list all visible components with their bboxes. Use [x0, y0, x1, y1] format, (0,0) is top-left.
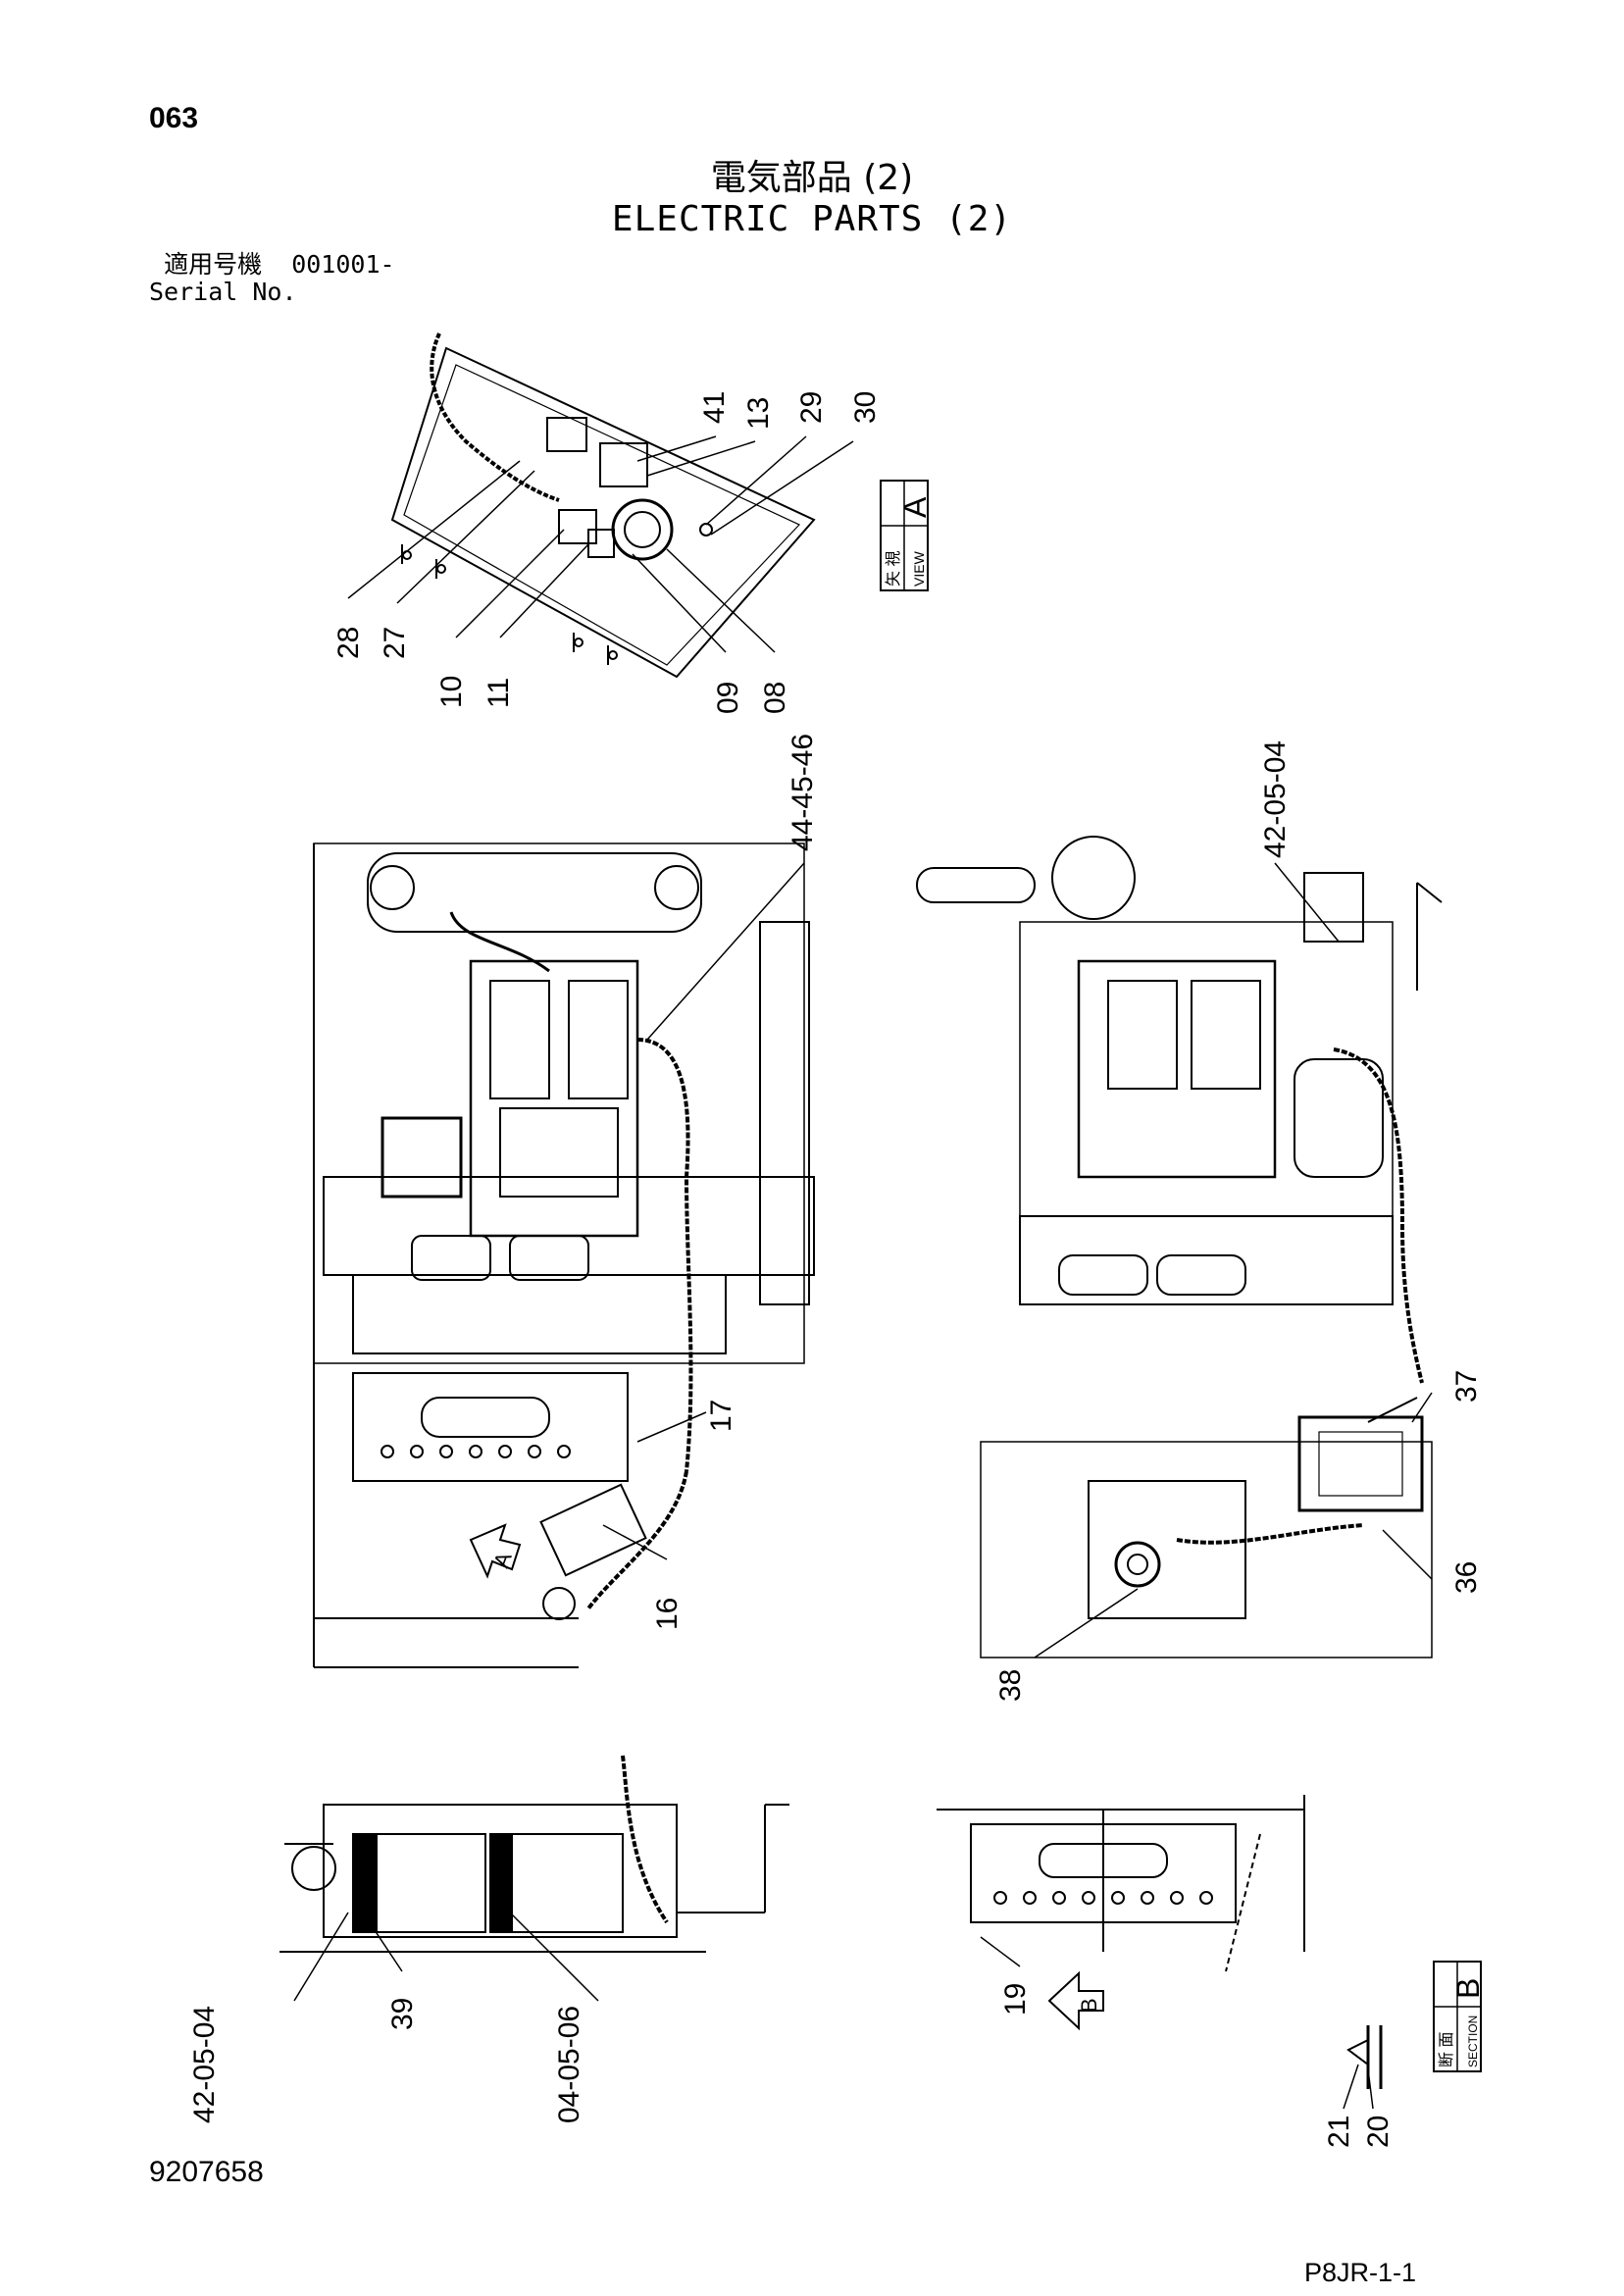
view-a-label-japanese: 矢 視 — [885, 551, 902, 587]
callout-27: 27 — [379, 627, 411, 659]
page-title-english: ELECTRIC PARTS (2) — [611, 199, 1013, 239]
callout-29: 29 — [795, 391, 828, 424]
callout-28: 28 — [332, 627, 365, 659]
callout-44-45-46: 44-45-46 — [787, 734, 819, 851]
callout-37: 37 — [1450, 1370, 1483, 1403]
section-b-label-japanese: 断 面 — [1438, 2032, 1455, 2067]
section-b-letter: B — [1450, 1978, 1486, 1999]
callout-36: 36 — [1450, 1561, 1483, 1594]
serial-label-english: Serial No. — [149, 278, 297, 306]
view-a-detail-drawing — [347, 332, 854, 679]
side-view-engine-drawing — [916, 836, 1443, 1658]
page-code: P8JR-1-1 — [1304, 2258, 1417, 2287]
callout-04-05-06: 04-05-06 — [553, 2006, 585, 2123]
section-b-label-english: SECTION — [1466, 2015, 1480, 2067]
page-title-japanese: 電気部品 (2) — [710, 158, 914, 198]
section-b-detail-drawing — [937, 1795, 1383, 2110]
view-a-label-english: VIEW — [911, 550, 927, 587]
callout-17: 17 — [705, 1400, 737, 1432]
callout-21: 21 — [1323, 2116, 1355, 2148]
callout-10: 10 — [435, 676, 468, 708]
document-code: 9207658 — [149, 2156, 264, 2188]
serial-number-block: 適用号機 001001- Serial No. — [149, 251, 395, 306]
callout-11: 11 — [482, 678, 515, 708]
callout-41: 41 — [698, 391, 731, 424]
view-a-letter: A — [897, 496, 933, 518]
arrow-a-letter: A — [488, 1549, 517, 1571]
callout-09: 09 — [712, 682, 744, 714]
callout-20: 20 — [1362, 2116, 1395, 2148]
serial-label-japanese: 適用号機 — [164, 250, 263, 279]
page-number: 063 — [149, 102, 199, 134]
callout-30: 30 — [849, 391, 882, 424]
arrow-b-letter: B — [1077, 1998, 1101, 2013]
callout-08: 08 — [759, 682, 791, 714]
callout-38: 38 — [994, 1669, 1027, 1702]
serial-value: 001001- — [291, 250, 395, 279]
callout-42-05-04-top: 42-05-04 — [1259, 740, 1292, 858]
callout-16: 16 — [651, 1598, 684, 1630]
battery-detail-drawing — [279, 1755, 789, 2002]
top-view-engine-drawing — [313, 842, 815, 1668]
callout-13: 13 — [742, 397, 775, 430]
callout-19: 19 — [999, 1983, 1032, 2015]
callout-39: 39 — [386, 1998, 419, 2030]
callout-42-05-04-bottom: 42-05-04 — [188, 2006, 221, 2123]
